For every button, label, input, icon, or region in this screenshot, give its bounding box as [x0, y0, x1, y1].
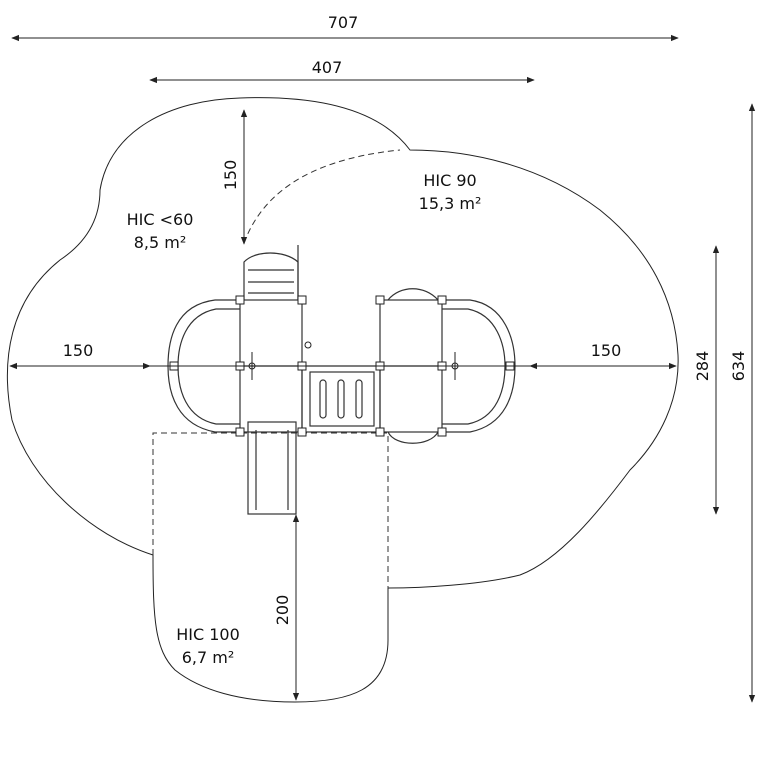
slide-zone-dashed [152, 432, 389, 588]
dim-left-clearance: 150 [63, 341, 94, 360]
zone-hic90-name: HIC 90 [423, 171, 476, 190]
zone-hic60-area: 8,5 m² [134, 233, 187, 252]
axis-fixtures [248, 341, 459, 380]
zone-hic100-name: HIC 100 [176, 625, 240, 644]
round-step [387, 431, 439, 444]
zone-hic100-area: 6,7 m² [182, 648, 235, 667]
slide [247, 421, 297, 515]
dim-slide-clearance: 200 [273, 595, 292, 626]
dim-structure-depth: 284 [693, 351, 712, 382]
safety-zone-outline [6, 97, 679, 703]
bridge-slat [337, 379, 345, 419]
zone-hic90-area: 15,3 m² [419, 194, 482, 213]
dim-top-clearance: 150 [221, 160, 240, 191]
bridge-slat [355, 379, 363, 419]
dim-right-clearance: 150 [591, 341, 622, 360]
bridge-slat [319, 379, 327, 419]
bridge [301, 365, 381, 433]
dim-total-width: 707 [328, 13, 359, 32]
zone-boundary-dashed [243, 149, 401, 244]
dim-total-depth: 634 [729, 351, 748, 382]
bridge-panel [309, 371, 375, 427]
dim-structure-width: 407 [312, 58, 343, 77]
zone-hic60-name: HIC <60 [127, 210, 194, 229]
right-tower-roof [387, 288, 439, 301]
